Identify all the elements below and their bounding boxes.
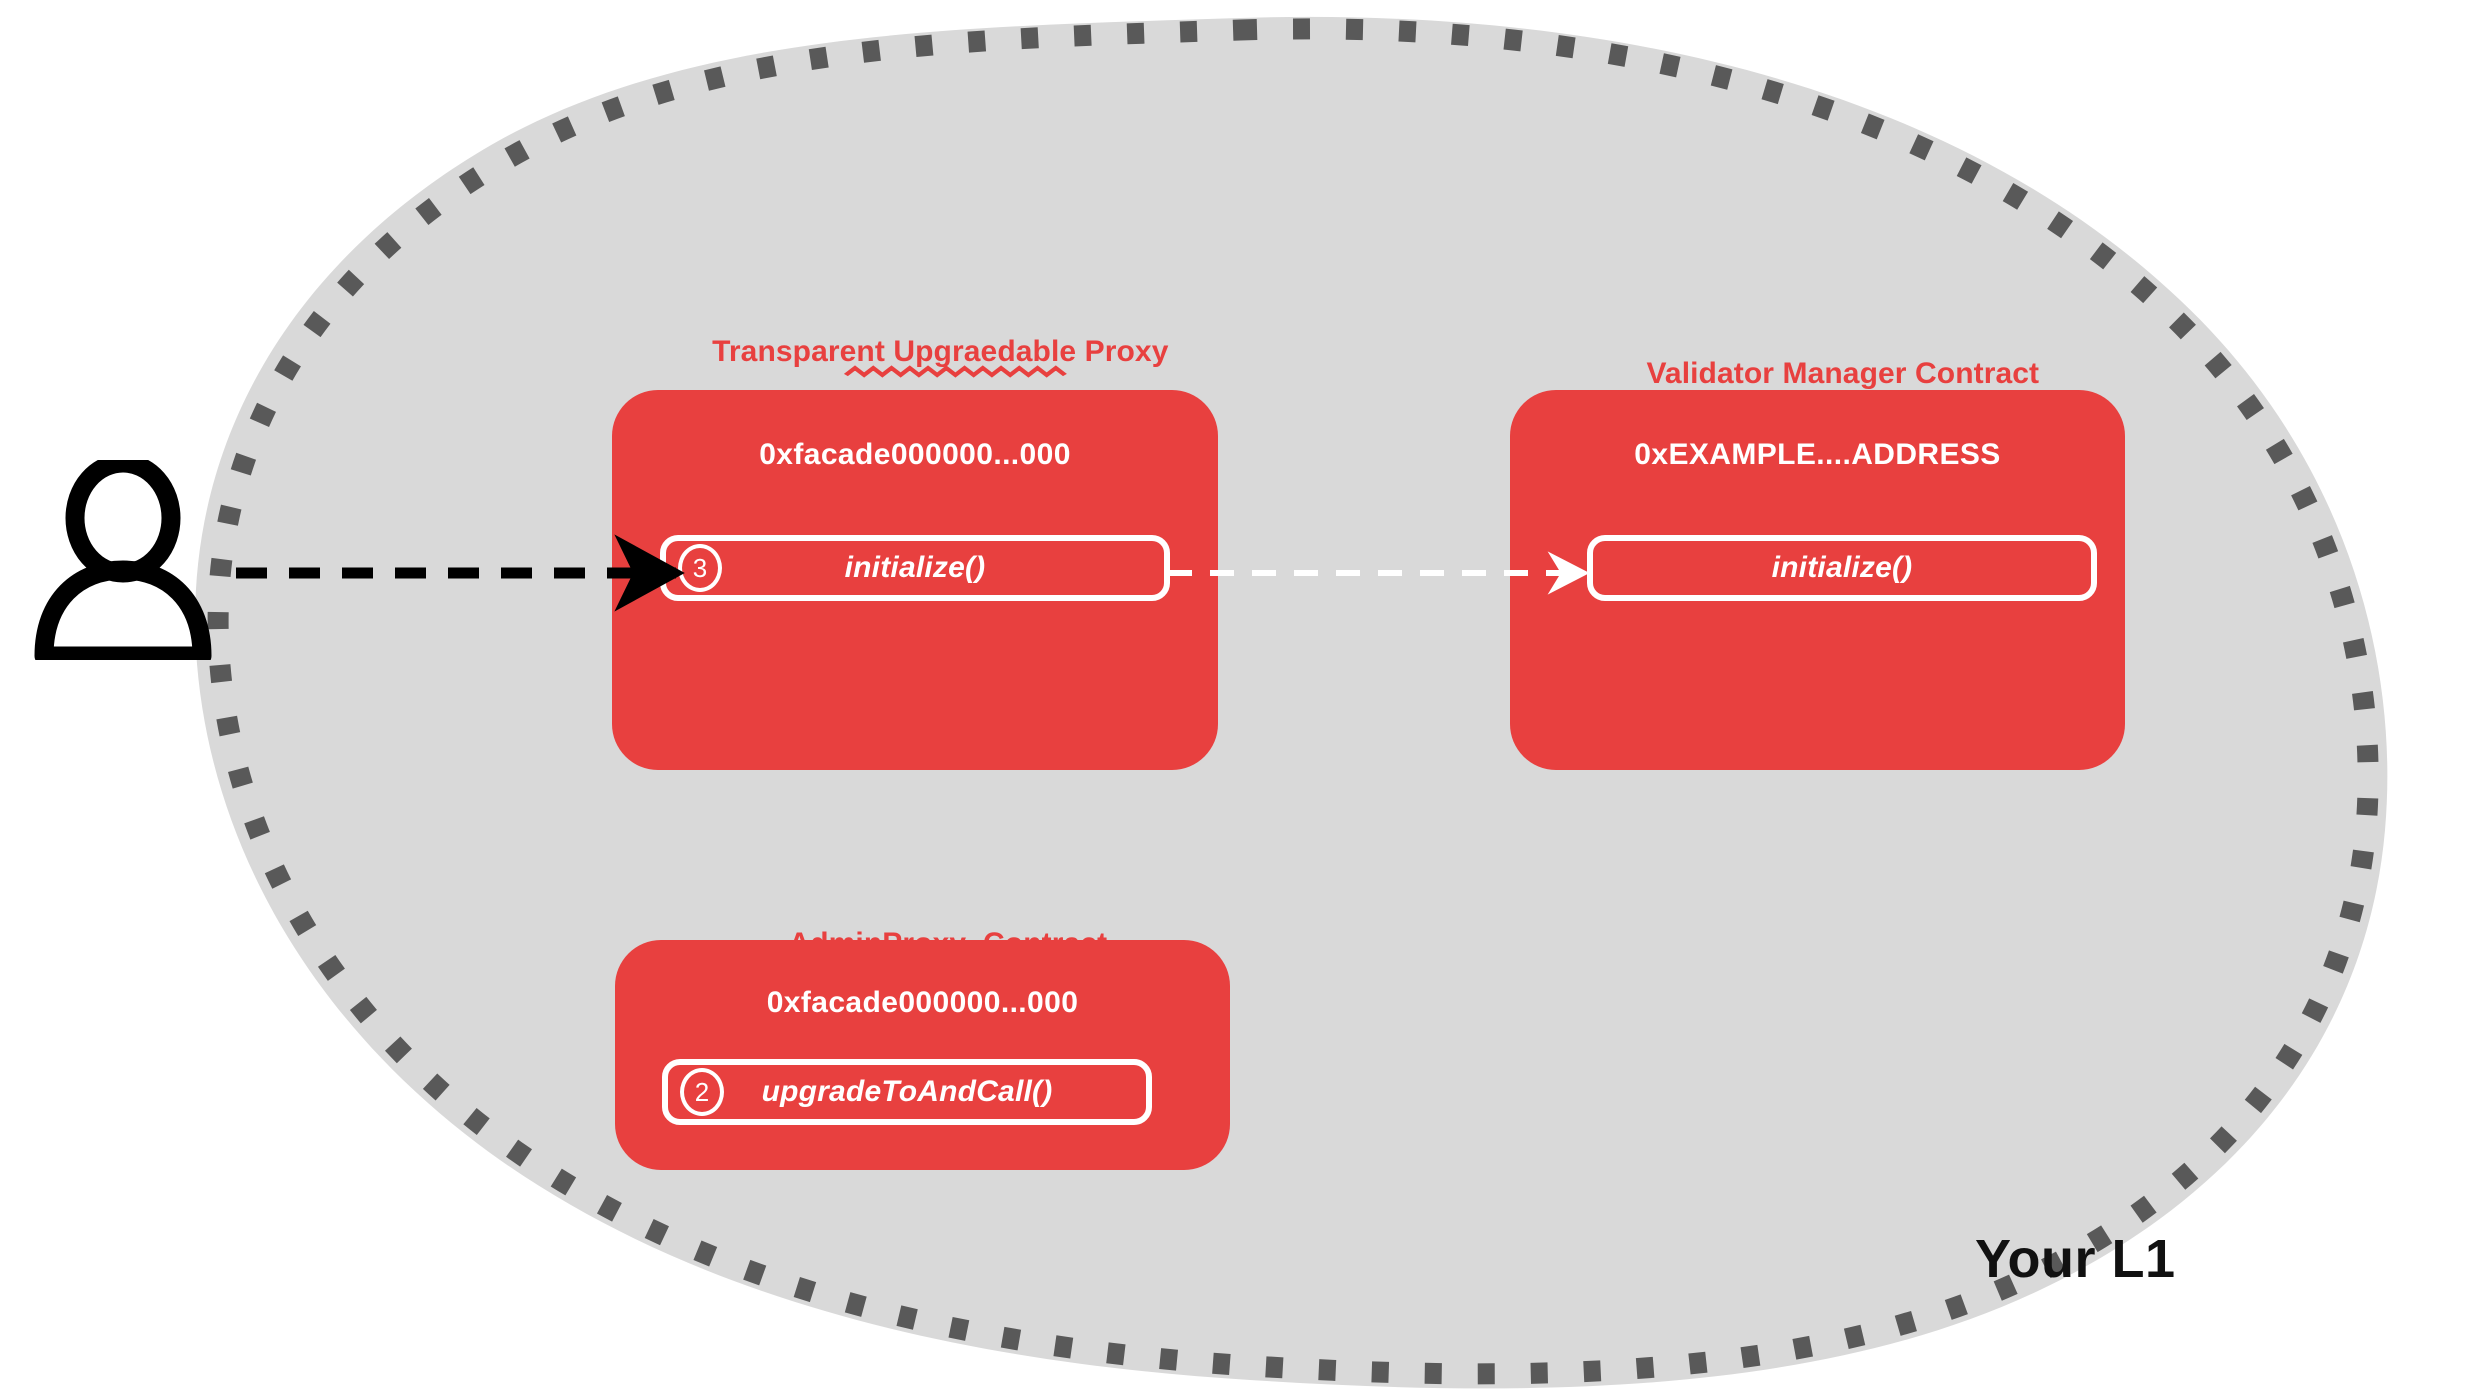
blob-dotted-border xyxy=(207,18,2379,1385)
method-label-initialize: initialize() xyxy=(1771,551,1913,584)
method-label-initialize: initialize() xyxy=(844,551,986,584)
zone-label-your-l1: Your L1 xyxy=(1975,1229,2176,1289)
spellcheck-squiggle-icon xyxy=(844,365,1068,378)
method-box-upgrade-to-and-call[interactable]: 2 upgradeToAndCall() xyxy=(662,1059,1152,1125)
contract-address-validator-manager: 0xEXAMPLE....ADDRESS xyxy=(1634,438,2001,471)
step-badge-3: 3 xyxy=(678,544,722,592)
contract-transparent-upgradeable-proxy[interactable]: Transparent Upgraedable Proxy Contract (… xyxy=(612,300,1218,770)
contract-title-line1: Validator Manager Contract xyxy=(1646,356,2040,390)
method-box-initialize-validator[interactable]: initialize() xyxy=(1587,535,2097,601)
method-label-upgrade-to-and-call: upgradeToAndCall() xyxy=(761,1075,1053,1108)
person-icon xyxy=(34,460,212,660)
contract-card-admin-proxy[interactable]: 0xfacade000000...000 2 upgradeToAndCall(… xyxy=(615,940,1230,1170)
misspelled-phrase-wrap: Transparent Upgraedable Proxy xyxy=(712,334,1169,378)
contract-admin-proxy[interactable]: AdminProxy Contract 0xfacade000000...000… xyxy=(615,870,1230,1170)
contract-validator-manager[interactable]: Validator Manager Contract 0xEXAMPLE....… xyxy=(1510,300,2125,770)
contract-title-line1: Transparent Upgraedable Proxy xyxy=(712,334,1169,368)
method-box-initialize-proxy[interactable]: 3 initialize() xyxy=(660,535,1170,601)
step-badge-2: 2 xyxy=(680,1068,724,1116)
contract-title-validator-manager: Validator Manager Contract xyxy=(1510,322,2125,426)
contract-card-proxy[interactable]: 0xfacade000000...000 3 initialize() xyxy=(612,390,1218,770)
contract-card-validator-manager[interactable]: 0xEXAMPLE....ADDRESS initialize() xyxy=(1510,390,2125,770)
contract-address-proxy: 0xfacade000000...000 xyxy=(759,438,1071,471)
contract-address-admin-proxy: 0xfacade000000...000 xyxy=(766,986,1079,1019)
